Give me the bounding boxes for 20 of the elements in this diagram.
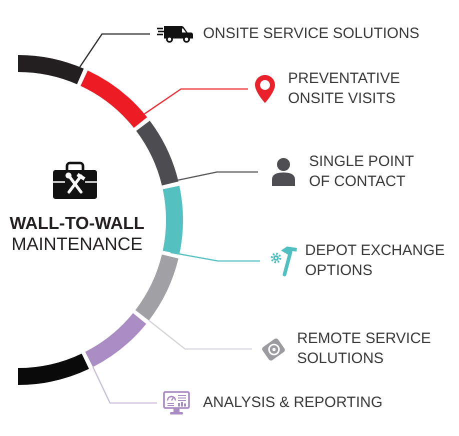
leader-line [170, 252, 260, 262]
service-label: REMOTE SERVICE SOLUTIONS [297, 329, 432, 369]
arc-segment [18, 55, 84, 84]
service-label: PREVENTATIVE ONSITE VISITS [288, 69, 401, 109]
leader-line [148, 320, 252, 350]
leader-line [144, 88, 248, 114]
arc-segment [80, 70, 148, 128]
leader-line [79, 33, 150, 68]
arc-segment [18, 354, 90, 385]
arc-segment [136, 120, 178, 186]
service-label: ANALYSIS & REPORTING [203, 393, 384, 413]
service-label: ONSITE SERVICE SOLUTIONS [203, 24, 420, 44]
arc-segment [135, 254, 178, 320]
arc-segment [162, 186, 183, 254]
leader-line [92, 366, 157, 404]
title: WALL-TO-WALL MAINTENANCE [8, 213, 146, 255]
arc-segment [85, 313, 146, 368]
service-label: DEPOT EXCHANGE OPTIONS [305, 241, 446, 281]
leader-line [178, 171, 258, 181]
service-label: SINGLE POINT OF CONTACT [309, 152, 415, 192]
